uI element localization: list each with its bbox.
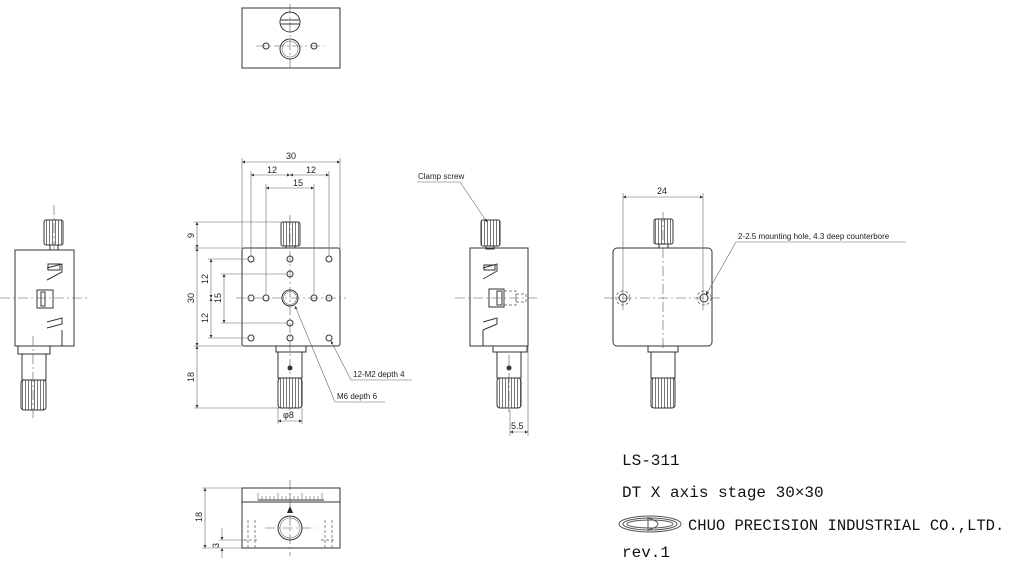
dim-height-18: 18 (186, 372, 196, 382)
plan-view: 30 12 12 15 9 30 18 12 12 15 φ8 12-M2 de… (186, 151, 412, 424)
top-view (241, 4, 341, 69)
product-description: DT X axis stage 30×30 (622, 484, 824, 502)
dim-pitch-12-lower: 12 (200, 313, 210, 323)
dim-mount-pitch-24: 24 (657, 186, 667, 196)
dim-pitch-12-right: 12 (306, 165, 316, 175)
label-clamp-screw: Clamp screw (418, 172, 464, 181)
model-number: LS-311 (622, 452, 680, 470)
dim-offset-5-5: 5.5 (511, 421, 524, 431)
right-side-view: 5.5 Clamp screw (417, 172, 540, 436)
dim-pitch-15: 15 (293, 178, 303, 188)
dim-pitch-15-vertical: 15 (213, 293, 223, 303)
dim-diameter-8: φ8 (283, 410, 294, 420)
revision: rev.1 (622, 544, 670, 562)
dim-height-30: 30 (186, 293, 196, 303)
company-name: CHUO PRECISION INDUSTRIAL CO.,LTD. (688, 517, 1004, 535)
dim-pitch-12-upper: 12 (200, 274, 210, 284)
dim-width-30: 30 (286, 151, 296, 161)
title-block: LS-311 DT X axis stage 30×30 CHUO PRECIS… (618, 452, 1004, 562)
chuo-logo-icon (618, 515, 682, 533)
mounting-view: 24 2-2.5 mounting hole, 4.3 deep counter… (604, 186, 906, 409)
label-tapped-holes: 12-M2 depth 4 (353, 370, 405, 379)
dim-pitch-12-left: 12 (267, 165, 277, 175)
dim-height-9: 9 (186, 233, 196, 238)
label-center-hole: M6 depth 6 (337, 392, 378, 401)
label-mounting-hole: 2-2.5 mounting hole, 4.3 deep counterbor… (738, 232, 890, 241)
dim-bottom-3: 3 (211, 543, 221, 548)
front-view: 18 3 (194, 480, 341, 558)
left-side-view (0, 205, 88, 420)
dim-bottom-height-18: 18 (194, 512, 204, 522)
